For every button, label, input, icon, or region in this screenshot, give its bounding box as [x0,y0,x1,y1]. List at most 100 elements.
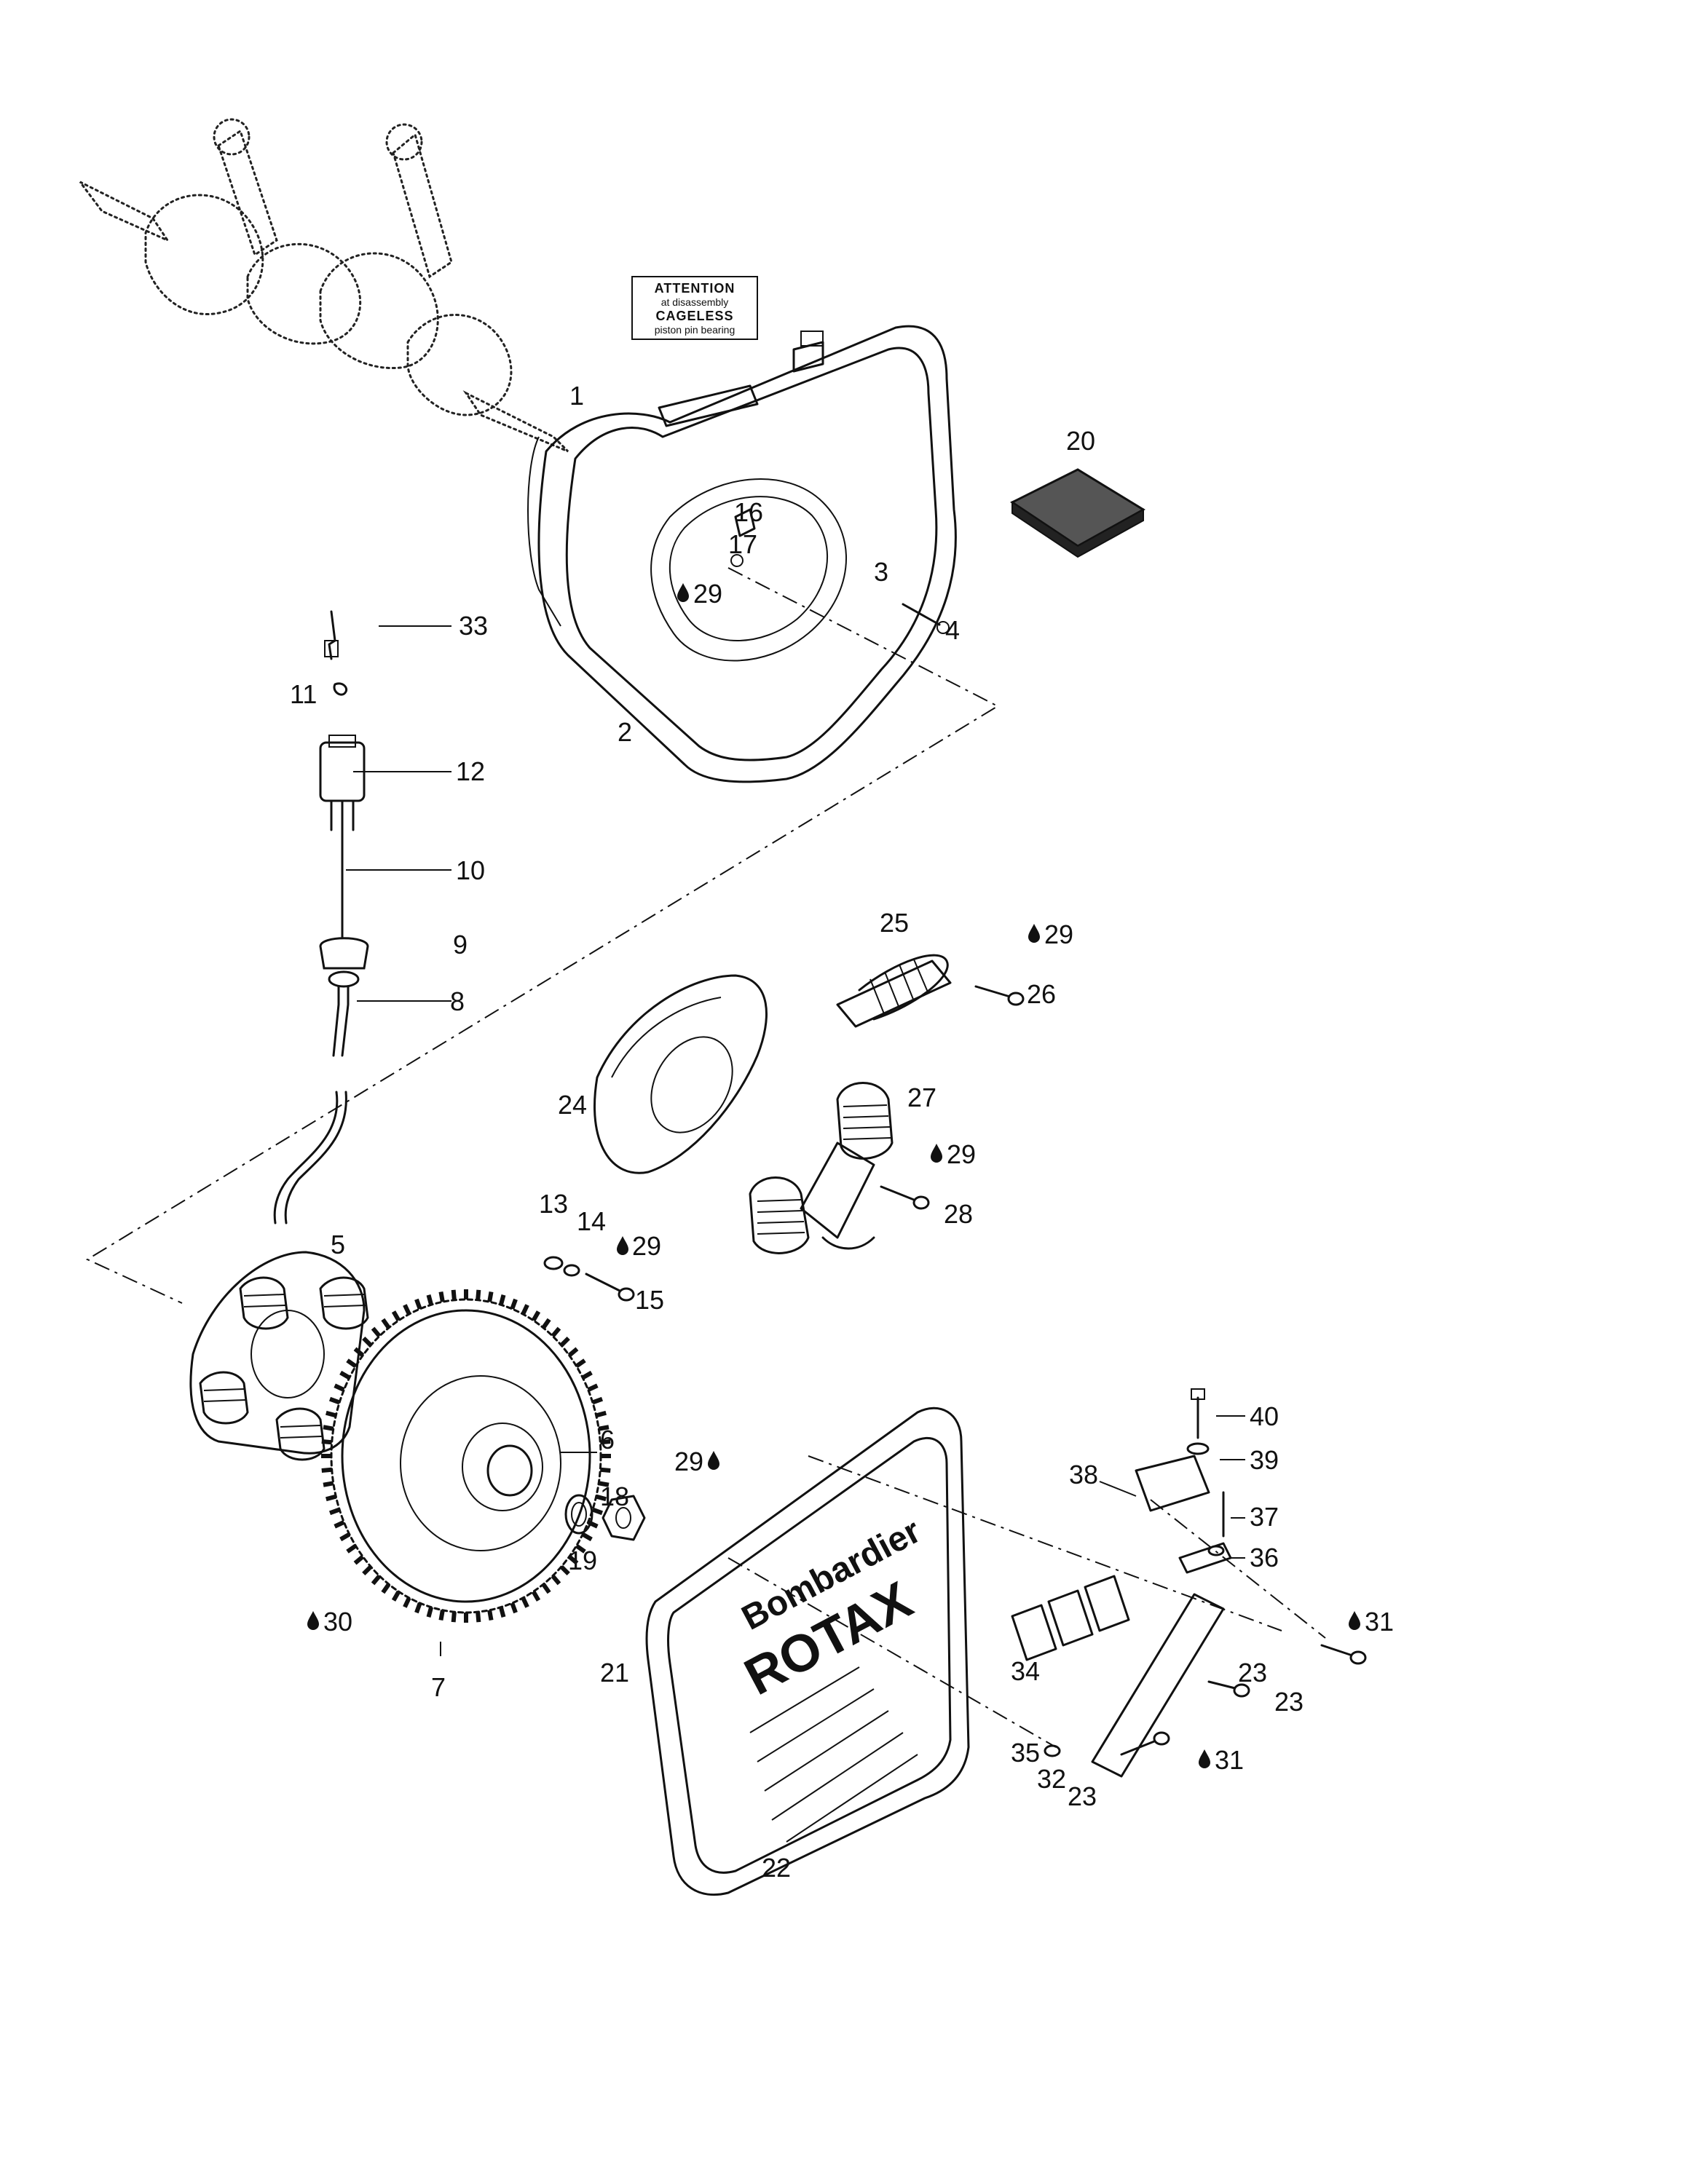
callout-40: 40 [1250,1401,1279,1431]
gear-tooth [587,1520,599,1529]
gear-tooth [600,1439,611,1445]
callout-29: 29 [693,579,722,609]
gear-tooth [334,1520,345,1529]
callout-9: 9 [453,930,468,960]
gear-tooth [551,1574,561,1586]
flywheel-part [330,1298,602,1614]
callout-38: 38 [1069,1460,1098,1489]
gear-tooth [403,1597,411,1608]
callout-labels: 1 2 3 4 5 6 7 8 9 10 11 12 13 14 15 16 1… [290,381,1394,1883]
drop-icon [1028,924,1040,943]
gear-tooth [328,1396,341,1405]
callout-29: 29 [632,1231,661,1261]
gear-tooth [567,1347,579,1358]
gear-tooth [521,1304,529,1315]
callout-26: 26 [1027,979,1056,1009]
gear-tooth [591,1396,604,1405]
callout-12: 12 [456,756,485,786]
gear-tooth [575,1358,586,1369]
gear-tooth [438,1291,445,1302]
gear-tooth [391,1590,401,1602]
callout-4: 4 [945,615,960,645]
gear-tooth [531,1310,541,1322]
callout-22: 22 [762,1853,791,1883]
callout-31: 31 [1215,1745,1244,1775]
callout-23: 23 [1238,1658,1267,1688]
callout-36: 36 [1250,1543,1279,1572]
magneto-cover-part: Bombardier ROTAX [645,1406,970,1896]
gear-tooth [575,1543,586,1554]
fastener-set-part [543,1256,635,1302]
drop-icon [708,1451,719,1470]
washer-nut-part [564,1494,646,1541]
callout-23: 23 [1068,1781,1097,1811]
callout-2: 2 [618,717,632,747]
drop-icon [617,1236,628,1255]
callout-7: 7 [431,1672,446,1702]
gear-tooth [498,1606,506,1618]
attention-label: ATTENTION at disassembly CAGELESS piston… [631,276,758,340]
gear-tooth [498,1294,506,1306]
gear-tooth [598,1481,610,1487]
callout-14: 14 [577,1206,606,1236]
gear-tooth [381,1583,391,1594]
gear-tooth [551,1326,561,1338]
callout-10: 10 [456,855,485,885]
attention-label-line2: at disassembly [661,296,729,308]
drop-icon [677,583,689,602]
gear-tooth [339,1370,351,1380]
drop-icon [307,1611,319,1630]
callout-21: 21 [600,1658,629,1688]
callout-34: 34 [1011,1656,1040,1686]
gear-tooth [353,1347,365,1358]
gear-tooth [559,1564,570,1576]
crankshaft-illustration [79,118,569,453]
gear-tooth [362,1564,373,1576]
callout-20: 20 [1066,426,1095,456]
wiring-harness-part [273,610,369,1224]
coil-assembly-part [836,954,1025,1028]
gear-tooth [321,1439,332,1445]
gear-tooth [414,1602,422,1614]
callout-17: 17 [728,529,757,559]
gear-tooth [339,1532,351,1542]
gear-tooth [581,1370,593,1380]
leader-lines [346,625,1245,1656]
attention-label-line4: piston pin bearing [655,324,735,336]
callout-8: 8 [450,986,465,1016]
gear-tooth [487,1610,494,1621]
gear-tooth [346,1543,358,1554]
gear-tooth [323,1481,334,1487]
callout-27: 27 [907,1083,936,1112]
gear-tooth [510,1298,518,1310]
callout-28: 28 [944,1199,973,1229]
gasket-pad-part [1010,468,1145,558]
drop-icon [1349,1611,1360,1630]
gear-tooth [595,1410,607,1418]
drop-icon [1199,1749,1210,1768]
gear-tooth [600,1467,611,1473]
callout-11: 11 [290,679,317,709]
callout-15: 15 [635,1285,664,1315]
callout-13: 13 [539,1189,568,1219]
stator-part [189,1251,369,1461]
callout-29: 29 [947,1139,976,1169]
callout-32: 32 [1037,1764,1066,1794]
gear-tooth [353,1554,365,1565]
stator-plate-part [593,974,768,1174]
gear-tooth [326,1410,337,1418]
attention-label-line3: CAGELESS [655,309,733,323]
gear-tooth [326,1494,337,1502]
gear-tooth [414,1298,422,1310]
callout-33: 33 [459,611,488,641]
gear-tooth [541,1583,551,1594]
callout-5: 5 [331,1230,345,1259]
gear-tooth [321,1467,332,1473]
attention-label-line1: ATTENTION [655,281,735,296]
callout-25: 25 [880,908,909,938]
callout-24: 24 [558,1090,587,1120]
gear-tooth [362,1336,373,1348]
gear-tooth [510,1602,518,1614]
drop-icon [931,1144,942,1163]
